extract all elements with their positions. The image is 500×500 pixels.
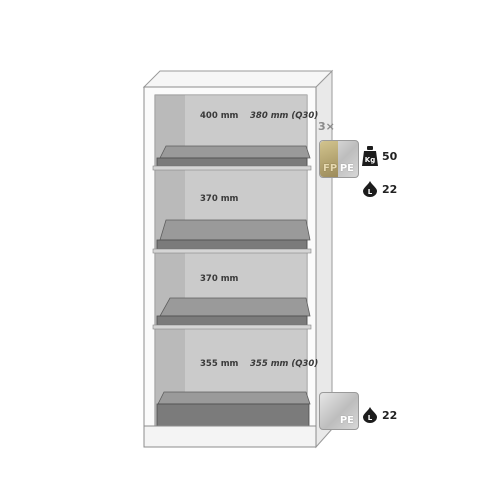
fp-label: FP [323, 163, 338, 174]
load-capacity-value: 50 [382, 149, 398, 163]
shelf-tray-material-tile: FP PE [319, 140, 359, 178]
svg-text:Kg: Kg [365, 156, 375, 164]
bottom-tray-volume-value: 22 [382, 408, 398, 422]
bottom-tray-volume: L 22 [362, 407, 397, 423]
compartment-3-height: 370 mm [200, 274, 239, 284]
pe-label: PE [339, 163, 354, 174]
liquid-drop-volume-icon: L [363, 181, 377, 197]
svg-text:L: L [368, 414, 373, 422]
fp-material-swatch [320, 141, 338, 177]
svg-text:L: L [368, 188, 373, 196]
weight-kg-icon: Kg [362, 146, 378, 166]
interior-back-highlight [185, 95, 307, 426]
shelf-tray-volume: L 22 [362, 181, 397, 197]
interior-left-shade [155, 95, 185, 426]
compartment-2-height: 370 mm [200, 194, 239, 204]
cabinet-plinth [143, 425, 317, 448]
bottom-tray-material-tile: PE [319, 392, 359, 430]
bottom-pe-label: PE [339, 415, 354, 426]
compartment-1-height: 400 mm [200, 111, 239, 121]
shelf-tray-volume-value: 22 [382, 182, 398, 196]
load-capacity: Kg 50 [362, 146, 397, 166]
bottom-tray [156, 391, 311, 427]
shelf-tray-3 [152, 297, 312, 330]
cabinet-top-panel [142, 70, 334, 88]
liquid-drop-volume-icon: L [363, 407, 377, 423]
shelf-tray-1 [152, 145, 312, 171]
compartment-1-height-q30: 380 mm (Q30) [250, 111, 319, 121]
compartment-4-height-q30: 355 mm (Q30) [250, 359, 319, 369]
shelf-quantity: 3× [318, 120, 335, 133]
compartment-4-height: 355 mm [200, 359, 239, 369]
shelf-tray-2 [152, 219, 312, 254]
